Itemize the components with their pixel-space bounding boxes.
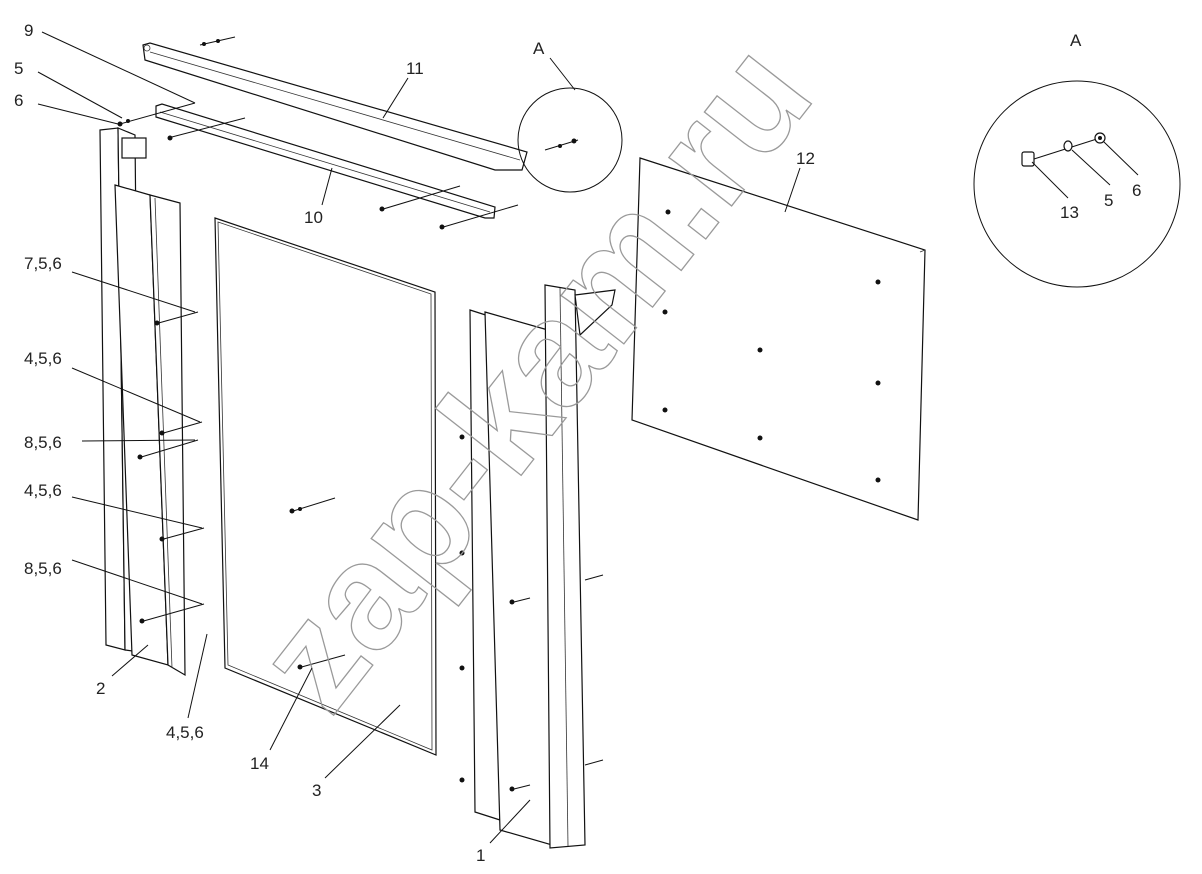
leader-lines bbox=[37, 31, 1139, 844]
callout-4-5-6-a: 4,5,6 bbox=[24, 349, 62, 368]
callout-4-5-6-b: 4,5,6 bbox=[24, 481, 62, 500]
callout-6: 6 bbox=[14, 91, 23, 110]
part-12-back-panel bbox=[631, 157, 926, 521]
part-1-right-column bbox=[459, 284, 616, 849]
bolts-top bbox=[117, 36, 519, 230]
callout-14: 14 bbox=[250, 754, 269, 773]
callout-12: 12 bbox=[796, 149, 815, 168]
part-3-panel bbox=[214, 217, 437, 756]
detail-a-large bbox=[973, 80, 1181, 288]
callout-10: 10 bbox=[304, 208, 323, 227]
part-2-left-column bbox=[99, 127, 186, 677]
callout-5: 5 bbox=[14, 59, 23, 78]
callout-1: 1 bbox=[476, 846, 485, 865]
callout-a-small: A bbox=[533, 39, 545, 58]
callout-11: 11 bbox=[406, 59, 424, 78]
callout-4-5-6-c: 4,5,6 bbox=[166, 723, 204, 742]
callout-8-5-6-b: 8,5,6 bbox=[24, 559, 62, 578]
callout-3: 3 bbox=[312, 781, 321, 800]
detail-a-small bbox=[517, 87, 623, 193]
callout-6-detail: 6 bbox=[1132, 181, 1141, 200]
bolts-left bbox=[137, 311, 205, 624]
part-11-top-beam bbox=[142, 42, 528, 171]
callout-9: 9 bbox=[24, 21, 33, 40]
callout-2: 2 bbox=[96, 679, 105, 698]
callout-7-5-6: 7,5,6 bbox=[24, 254, 62, 273]
callout-5-detail: 5 bbox=[1104, 191, 1113, 210]
part-10-beam bbox=[155, 103, 496, 219]
callout-a-large: A bbox=[1070, 31, 1082, 50]
callout-8-5-6-a: 8,5,6 bbox=[24, 433, 62, 452]
callout-13: 13 bbox=[1060, 203, 1079, 222]
